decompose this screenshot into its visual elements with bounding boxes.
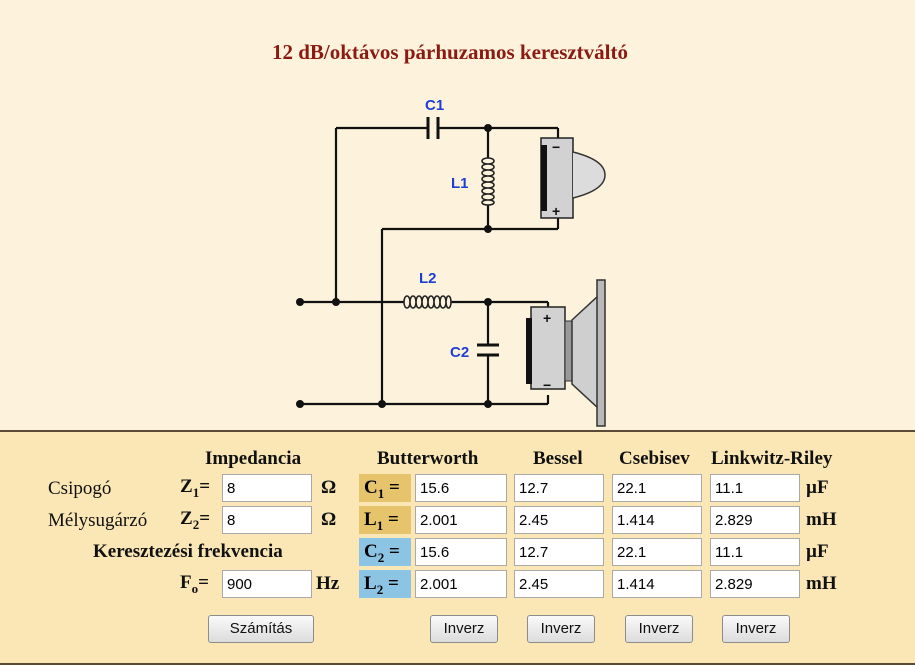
hz-unit: Hz — [316, 573, 340, 594]
fo-input[interactable] — [222, 570, 312, 598]
crossover-frequency-label: Keresztezési frekvencia — [93, 541, 283, 562]
unit-c1: µF — [806, 477, 829, 498]
l1-formula-label: L1 = — [359, 506, 411, 534]
fo-label: Fo= — [180, 572, 209, 596]
unit-c2: µF — [806, 541, 829, 562]
linkwitz-c2-field[interactable] — [710, 538, 800, 566]
unit-l1: mH — [806, 509, 837, 530]
z1-label: Z1= — [180, 476, 211, 500]
calculate-button[interactable]: Számítás — [208, 615, 314, 643]
c2-formula-label: C2 = — [359, 538, 411, 566]
unit-l2: mH — [806, 573, 837, 594]
csebisev-c2-field[interactable] — [612, 538, 702, 566]
header-csebisev: Csebisev — [619, 448, 690, 469]
c1-formula-label: C1 = — [359, 474, 411, 502]
c1-label: C1 — [425, 97, 444, 114]
header-linkwitz-riley: Linkwitz-Riley — [711, 448, 833, 469]
linkwitz-l1-field[interactable] — [710, 506, 800, 534]
crossover-circuit-diagram: C1 L1 L2 C2 − + + − — [296, 97, 606, 427]
tweeter-speaker-icon — [540, 137, 606, 219]
header-impedance: Impedancia — [205, 448, 302, 469]
calculator-panel: Impedancia Butterworth Bessel Csebisev L… — [0, 430, 915, 665]
bessel-l2-field[interactable] — [514, 570, 604, 598]
header-bessel: Bessel — [533, 448, 583, 469]
woofer-speaker-icon — [526, 279, 606, 427]
butterworth-inverse-button[interactable]: Inverz — [430, 615, 498, 643]
woofer-plus-label: + — [543, 310, 551, 326]
page-title: 12 dB/oktávos párhuzamos keresztváltó — [271, 40, 629, 64]
bessel-c1-field[interactable] — [514, 474, 604, 502]
l2-coil — [403, 295, 452, 303]
ohm-unit-2: Ω — [321, 509, 337, 530]
csebisev-l2-field[interactable] — [612, 570, 702, 598]
l2-formula-label: L2 = — [359, 570, 411, 598]
linkwitz-inverse-button[interactable]: Inverz — [722, 615, 790, 643]
c2-label: C2 — [450, 344, 469, 361]
woofer-label: Mélysugárzó — [48, 510, 148, 531]
tweeter-minus-label: − — [552, 139, 560, 155]
linkwitz-l2-field[interactable] — [710, 570, 800, 598]
l2-label: L2 — [419, 270, 437, 287]
butterworth-c2-field[interactable] — [415, 538, 507, 566]
header-butterworth: Butterworth — [377, 448, 479, 469]
bessel-c2-field[interactable] — [514, 538, 604, 566]
csebisev-l1-field[interactable] — [612, 506, 702, 534]
bessel-inverse-button[interactable]: Inverz — [527, 615, 595, 643]
z1-input[interactable] — [222, 474, 312, 502]
l1-coil — [487, 157, 495, 206]
z2-input[interactable] — [222, 506, 312, 534]
linkwitz-c1-field[interactable] — [710, 474, 800, 502]
butterworth-l2-field[interactable] — [415, 570, 507, 598]
tweeter-plus-label: + — [552, 203, 560, 219]
tweeter-label: Csipogó — [48, 478, 112, 499]
csebisev-inverse-button[interactable]: Inverz — [625, 615, 693, 643]
z2-label: Z2= — [180, 508, 211, 532]
csebisev-c1-field[interactable] — [612, 474, 702, 502]
butterworth-l1-field[interactable] — [415, 506, 507, 534]
butterworth-c1-field[interactable] — [415, 474, 507, 502]
l1-label: L1 — [451, 175, 469, 192]
ohm-unit-1: Ω — [321, 477, 337, 498]
woofer-minus-label: − — [543, 377, 551, 393]
bessel-l1-field[interactable] — [514, 506, 604, 534]
